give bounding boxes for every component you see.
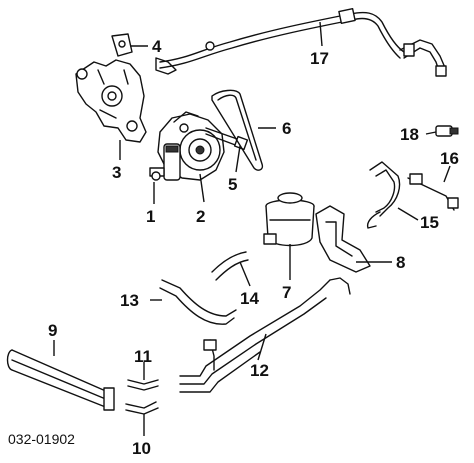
callout-18: 18 — [400, 125, 419, 144]
part-1-outlet-fitting — [149, 143, 181, 181]
callout-1: 1 — [146, 207, 155, 226]
callout-10: 10 — [132, 439, 151, 458]
part-10-hose — [125, 401, 159, 415]
callout-6: 6 — [282, 119, 291, 138]
diagram-code: 032-01902 — [8, 431, 75, 447]
callout-2: 2 — [196, 207, 205, 226]
part-14-hose — [211, 251, 249, 281]
part-15-return-hose — [366, 161, 401, 229]
leader-lines — [53, 21, 451, 436]
part-11-hose — [127, 379, 159, 391]
part-18-fitting — [435, 125, 459, 137]
part-6-drive-belt — [211, 89, 264, 171]
part-16-line — [407, 173, 459, 211]
callout-11: 11 — [134, 347, 152, 366]
callout-labels: 1 2 3 4 5 6 7 8 9 10 11 12 13 14 15 16 1… — [48, 37, 459, 458]
callout-12: 12 — [250, 361, 269, 380]
part-9-cooler — [6, 349, 115, 411]
part-5-bolt — [205, 127, 249, 151]
callout-14: 14 — [240, 289, 259, 308]
callout-8: 8 — [396, 253, 405, 272]
part-3-pump-bracket — [75, 59, 147, 143]
part-17-pressure-hose — [155, 7, 447, 77]
callout-13: 13 — [120, 291, 139, 310]
callout-16: 16 — [440, 149, 459, 168]
callout-7: 7 — [282, 283, 291, 302]
callout-5: 5 — [228, 175, 237, 194]
part-4-bracket — [111, 33, 133, 57]
callout-3: 3 — [112, 163, 121, 182]
callout-15: 15 — [420, 213, 439, 232]
callout-4: 4 — [152, 37, 162, 56]
part-7-reservoir — [263, 192, 315, 247]
part-13-hose — [159, 279, 237, 325]
callout-17: 17 — [310, 49, 329, 68]
callout-9: 9 — [48, 321, 57, 340]
part-8-reservoir-bracket — [315, 205, 371, 273]
part-12-steering-lines — [179, 277, 351, 393]
